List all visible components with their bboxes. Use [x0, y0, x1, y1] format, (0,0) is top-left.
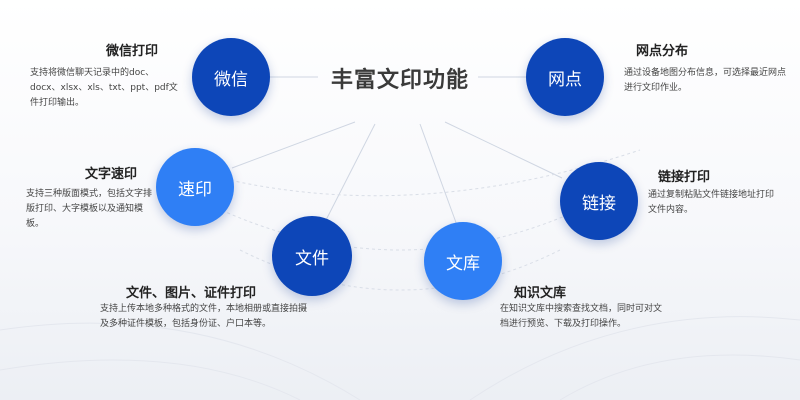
node-wechat: 微信: [192, 38, 270, 116]
feature-outlet-title: 网点分布: [636, 44, 689, 59]
node-link: 链接: [560, 162, 638, 240]
node-outlet: 网点: [526, 38, 604, 116]
node-library: 文库: [424, 222, 502, 300]
node-express: 速印: [156, 148, 234, 226]
feature-library-title: 知识文库: [514, 286, 567, 301]
feature-link-title: 链接打印: [658, 170, 711, 185]
feature-express-desc: 支持三种版面模式，包括文字排版打印、大字模板以及通知模板。: [26, 189, 153, 229]
feature-file-title: 文件、图片、证件打印: [126, 286, 257, 301]
feature-wechat-desc: 支持将微信聊天记录中的doc、docx、xlsx、xls、txt、ppt、pdf…: [30, 68, 178, 108]
feature-outlet-desc: 通过设备地图分布信息，可选择最近网点进行文印作业。: [624, 68, 787, 93]
feature-wechat-title: 微信打印: [106, 44, 159, 59]
feature-library-desc: 在知识文库中搜索查找文档，同时可对文档进行预览、下载及打印操作。: [500, 304, 663, 329]
node-file: 文件: [272, 216, 352, 296]
feature-link-desc: 通过复制粘贴文件链接地址打印文件内容。: [648, 190, 775, 215]
feature-express-title: 文字速印: [85, 167, 138, 182]
diagram-title: 丰富文印功能: [330, 68, 469, 93]
feature-file-desc: 支持上传本地多种格式的文件，本地相册或直接拍摄及多种证件模板，包括身份证、户口本…: [100, 304, 308, 329]
